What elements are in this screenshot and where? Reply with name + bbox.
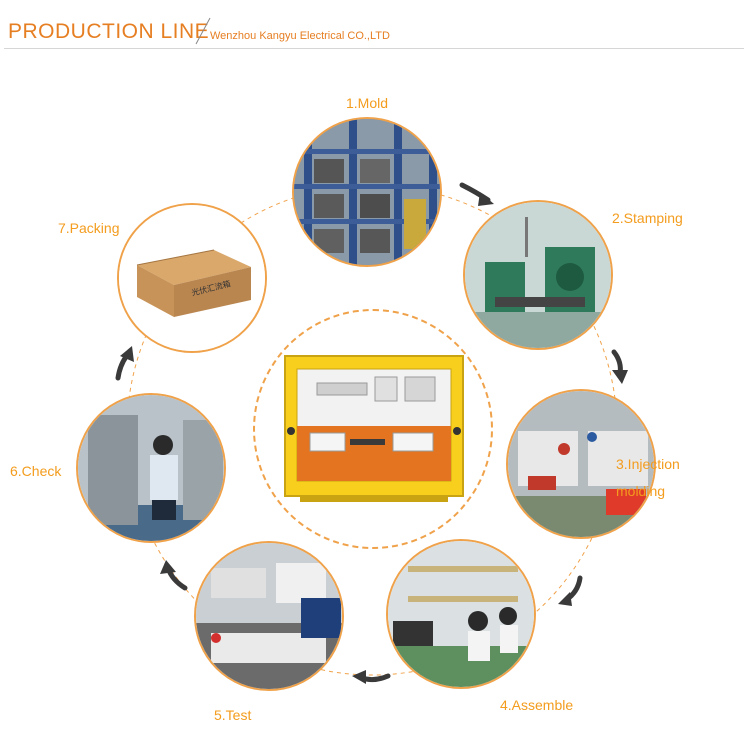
page-title: PRODUCTION LINE bbox=[8, 20, 210, 43]
step-stamping-label: 2.Stamping bbox=[612, 210, 683, 226]
stamping-machine-icon bbox=[465, 202, 611, 348]
step-assemble-label: 4.Assemble bbox=[500, 697, 574, 713]
step-injection-label-line1: 3.Injection bbox=[616, 456, 680, 472]
step-packing-label: 7.Packing bbox=[58, 220, 120, 236]
step-check-photo bbox=[76, 393, 226, 543]
arrow-6-to-7-icon bbox=[115, 346, 134, 381]
step-check-label: 6.Check bbox=[10, 463, 62, 479]
center-product-circle bbox=[253, 309, 493, 549]
arrow-2-to-3-icon bbox=[611, 349, 628, 384]
testing-bench-icon bbox=[196, 543, 342, 689]
arrow-3-to-4-icon bbox=[558, 575, 583, 606]
step-packing-photo: 光伏汇流箱 bbox=[117, 203, 267, 353]
mold-shelves-icon bbox=[294, 119, 440, 265]
arrow-5-to-6-icon bbox=[160, 560, 188, 591]
step-injection-label: 3.Injection molding bbox=[616, 451, 680, 505]
step-mold-label: 1.Mold bbox=[346, 95, 389, 111]
step-test-photo bbox=[194, 541, 344, 691]
arrow-1-to-2-icon bbox=[459, 182, 494, 206]
step-mold-photo bbox=[292, 117, 442, 267]
step-test-label: 5.Test bbox=[214, 707, 252, 723]
injection-molding-icon bbox=[508, 391, 654, 537]
combiner-box-cabinet-icon bbox=[284, 355, 464, 502]
header-divider-slash bbox=[195, 17, 211, 45]
header-underline bbox=[4, 48, 744, 49]
step-stamping-photo bbox=[463, 200, 613, 350]
cardboard-box-icon bbox=[119, 205, 265, 351]
arrow-4-to-5-icon bbox=[352, 670, 391, 684]
company-name: Wenzhou Kangyu Electrical CO.,LTD bbox=[210, 30, 390, 42]
step-injection-photo bbox=[506, 389, 656, 539]
step-injection-label-line2: molding bbox=[616, 483, 666, 499]
check-station-icon bbox=[78, 395, 224, 541]
